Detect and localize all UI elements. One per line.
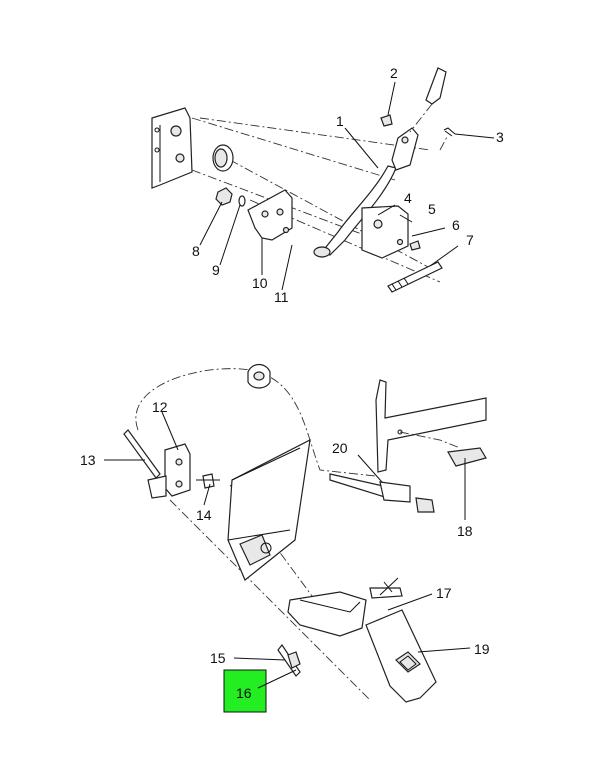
console-box — [227, 438, 311, 581]
screw-6 — [409, 240, 421, 251]
clip-14 — [202, 473, 215, 489]
callout-1: 1 — [336, 113, 344, 129]
callout-18: 18 — [457, 523, 473, 539]
shift-base-17 — [287, 591, 367, 637]
clip-18 — [447, 447, 487, 467]
callout-10: 10 — [252, 275, 268, 291]
shift-housing-4 — [361, 205, 409, 259]
callout-9: 9 — [212, 262, 220, 278]
callout-12: 12 — [152, 399, 168, 415]
callout-4: 4 — [404, 190, 412, 206]
callout-5: 5 — [428, 201, 436, 217]
upper-assembly — [151, 67, 456, 293]
callout-13: 13 — [80, 452, 96, 468]
highlight-part-16[interactable] — [223, 669, 267, 713]
lever-handle-top — [425, 67, 447, 105]
callout-19: 19 — [474, 641, 490, 657]
bracket-12 — [164, 443, 191, 497]
callout-8: 8 — [192, 243, 200, 259]
callout-labels: 1 2 3 4 5 6 7 8 9 10 11 12 13 14 15 16 1… — [80, 65, 504, 701]
cable-13 — [123, 429, 161, 479]
callout-2: 2 — [390, 65, 398, 81]
callout-6: 6 — [452, 217, 460, 233]
callout-7: 7 — [466, 232, 474, 248]
leader-lines — [104, 81, 495, 689]
clevis — [391, 127, 419, 171]
callout-15: 15 — [210, 650, 226, 666]
callout-20: 20 — [332, 440, 348, 456]
bolt-2 — [380, 114, 393, 127]
lower-assembly — [123, 363, 487, 703]
frame-bracket — [375, 379, 487, 473]
callout-17: 17 — [436, 585, 452, 601]
mounting-plate — [151, 107, 193, 189]
nut-8 — [215, 187, 233, 206]
callout-3: 3 — [496, 129, 504, 145]
callout-11: 11 — [274, 289, 289, 305]
callout-14: 14 — [196, 507, 212, 523]
callout-16[interactable]: 16 — [236, 685, 252, 701]
bolt-7 — [387, 261, 443, 293]
bracket-10 — [247, 189, 293, 241]
